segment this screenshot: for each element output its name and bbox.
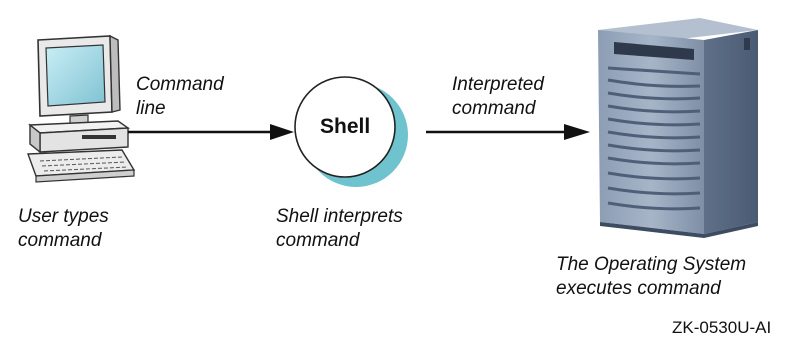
user-types-command-label-line2: command [18,230,102,251]
shell-interprets-command-label-line2: command [276,230,360,251]
command-line-label: Command line [136,73,224,121]
arrow-command-line [128,124,294,140]
interpreted-command-label-line2: command [452,98,536,119]
os-executes-command-label: The Operating System executes command [556,253,746,301]
interpreted-command-label: Interpreted command [452,73,544,121]
shell-label: Shell [320,115,371,138]
os-executes-command-label-line1: The Operating System [556,254,747,275]
shell-interprets-command-label-line1: Shell interprets [276,206,403,227]
command-line-label-line1: Command [136,74,224,95]
arrow-interpreted-command [426,124,590,140]
os-executes-command-label-line2: executes command [556,278,721,299]
user-types-command-label: User types command [18,205,109,253]
desktop-computer-icon [27,34,136,183]
command-line-label-line2: line [136,98,166,119]
server-tower-icon [598,18,758,238]
interpreted-command-label-line1: Interpreted [452,74,544,95]
user-types-command-label-line1: User types [18,206,109,227]
shell-circle [294,76,408,187]
figure-id: ZK-0530U-AI [672,318,772,337]
shell-interprets-command-label: Shell interprets command [276,205,403,253]
